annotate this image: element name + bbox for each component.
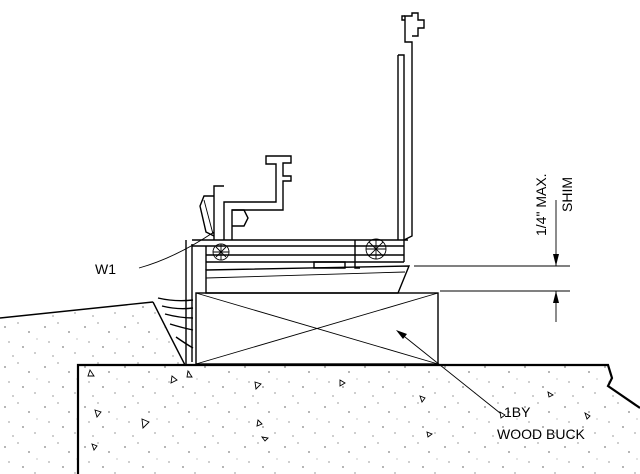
dimension-label: 1/4" MAX.	[533, 173, 549, 236]
interior-leg	[397, 12, 425, 241]
shim-dimension	[414, 200, 570, 322]
w1-leader	[138, 231, 215, 269]
sill-frame	[185, 238, 408, 365]
w1-label: W1	[95, 261, 116, 277]
exterior-mass	[0, 297, 194, 474]
wood-buck-label: WOOD BUCK	[497, 426, 586, 442]
glazing-stop	[199, 155, 292, 240]
wood-buck	[195, 292, 439, 365]
shim-wedge	[205, 265, 411, 294]
shim-label: SHIM	[559, 177, 575, 212]
concrete-slab	[76, 363, 640, 474]
one-by-label: 1BY	[504, 404, 531, 420]
wood-buck-leader	[396, 330, 501, 414]
